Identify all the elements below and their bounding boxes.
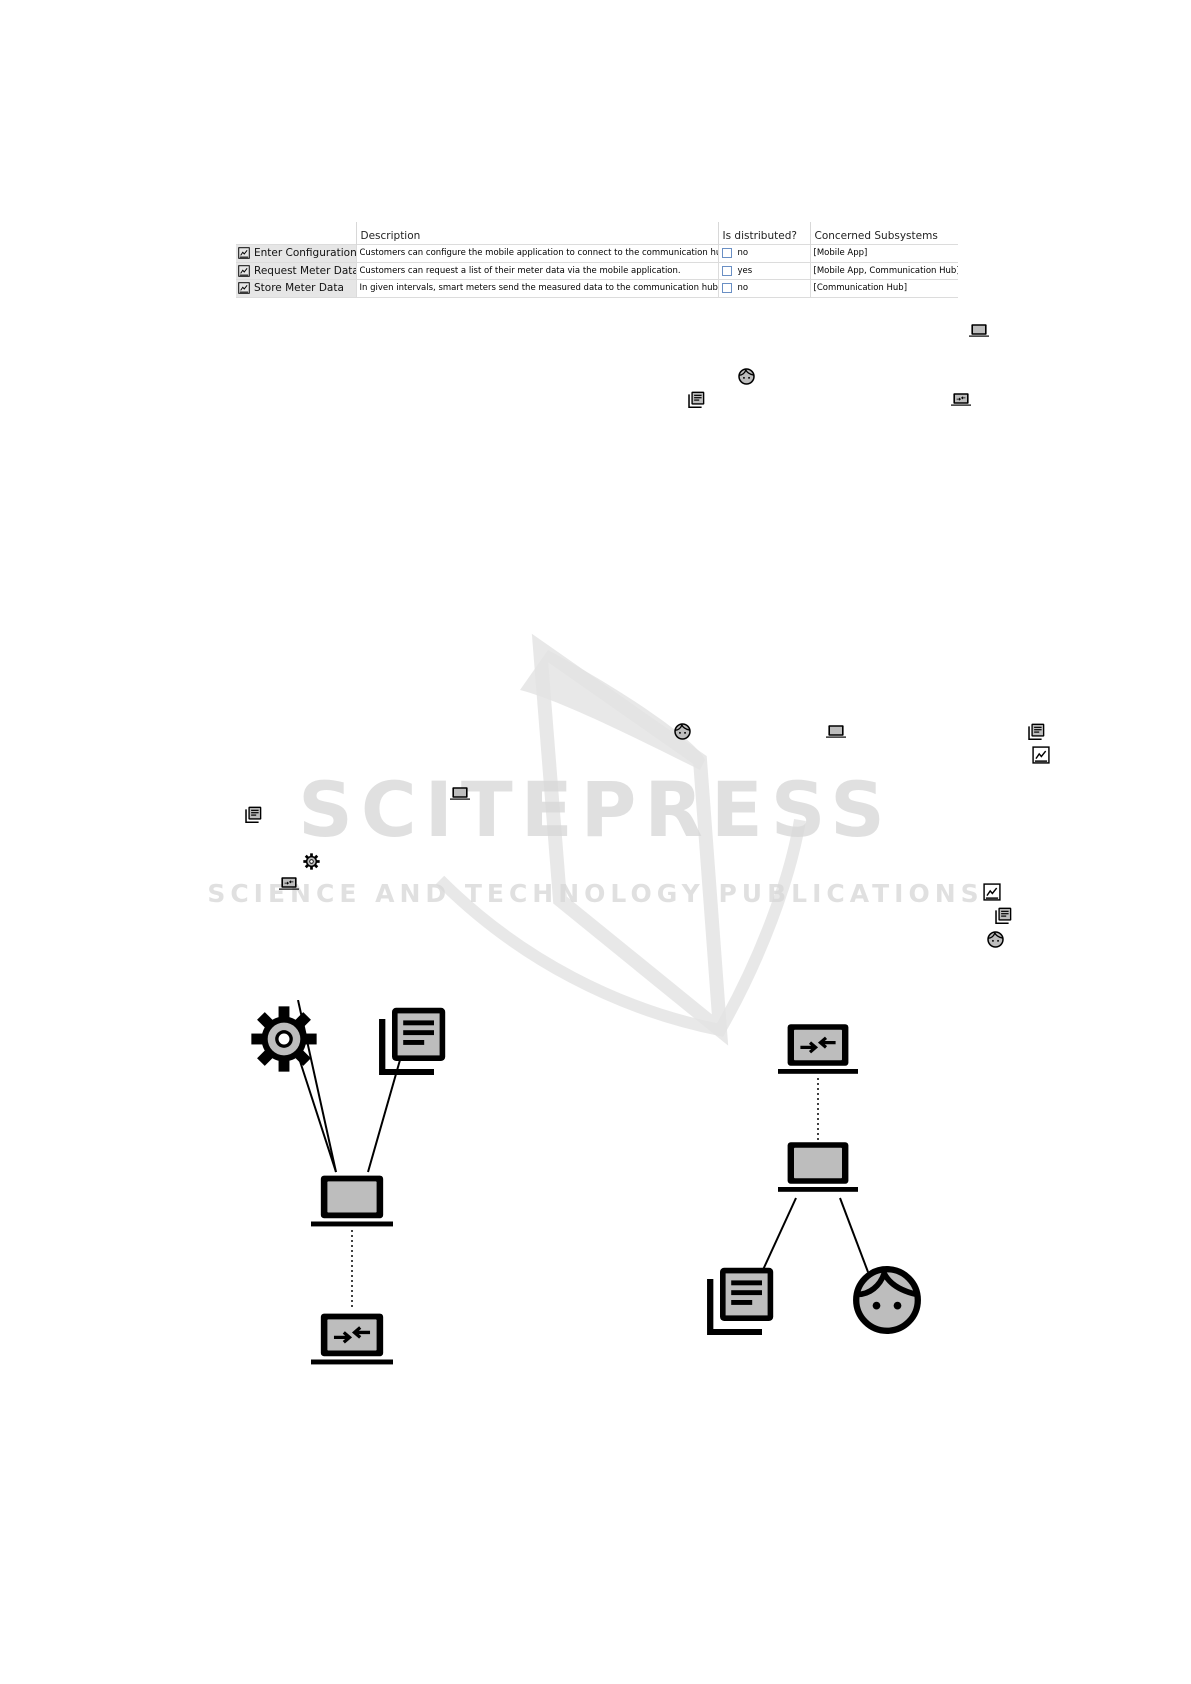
subsystems-cell[interactable]: [Mobile App, Communication Hub] xyxy=(809,261,958,280)
hub-icon xyxy=(311,1314,393,1365)
laptop-icon xyxy=(778,1142,858,1192)
face-icon xyxy=(738,368,755,385)
distributed-cell[interactable]: no xyxy=(717,244,810,262)
document-icon xyxy=(1028,723,1045,740)
face-icon xyxy=(674,723,691,740)
use-case-table: Description Is distributed? Concerned Su… xyxy=(236,222,958,298)
document-icon xyxy=(710,1268,773,1332)
document-icon xyxy=(245,806,262,823)
subsystems-cell[interactable]: [Mobile App] xyxy=(809,244,958,262)
table-row[interactable]: Store Meter Data In given intervals, sma… xyxy=(236,279,958,298)
face-icon xyxy=(987,931,1004,948)
face-icon xyxy=(856,1269,918,1331)
edit-icon xyxy=(238,265,250,277)
document-icon xyxy=(382,1008,445,1072)
distributed-value: yes xyxy=(737,265,753,276)
distributed-checkbox[interactable] xyxy=(721,283,732,293)
distributed-cell[interactable]: yes xyxy=(717,261,810,280)
hub-icon xyxy=(951,392,971,407)
edit-icon xyxy=(983,883,1001,901)
row-name: Enter Configuration xyxy=(254,247,356,260)
edit-icon xyxy=(238,282,250,294)
hub-icon xyxy=(778,1024,858,1074)
edit-icon xyxy=(1032,746,1050,764)
gear-icon xyxy=(303,853,320,870)
laptop-icon xyxy=(969,323,989,338)
row-name-cell[interactable]: Enter Configuration xyxy=(236,244,356,262)
document-icon xyxy=(688,391,705,408)
row-name: Request Meter Data xyxy=(254,264,356,277)
laptop-icon xyxy=(826,724,846,739)
right-subsystem-diagram xyxy=(700,1020,940,1340)
edge-laptop-face xyxy=(839,1197,869,1273)
edit-icon xyxy=(238,247,250,259)
edge-laptop-doc xyxy=(761,1197,797,1273)
watermark-subtitle: SCIENCE AND TECHNOLOGY PUBLICATIONS xyxy=(207,879,984,908)
description-cell[interactable]: Customers can request a list of their me… xyxy=(355,261,718,280)
laptop-icon xyxy=(311,1176,393,1227)
header-concerned-subsystems[interactable]: Concerned Subsystems xyxy=(809,222,958,245)
edge-gear-laptop-line xyxy=(297,1054,337,1173)
distributed-checkbox[interactable] xyxy=(721,265,732,276)
distributed-checkbox[interactable] xyxy=(721,248,732,258)
description-cell[interactable]: Customers can configure the mobile appli… xyxy=(355,244,718,262)
header-corner xyxy=(236,222,356,245)
subsystems-cell[interactable]: [Communication Hub] xyxy=(809,279,958,298)
distributed-value: no xyxy=(737,248,749,258)
edge-gear-laptop xyxy=(297,1000,337,1173)
row-name-cell[interactable]: Request Meter Data xyxy=(236,261,356,280)
row-name: Store Meter Data xyxy=(254,282,344,295)
document-icon xyxy=(995,907,1012,924)
row-name-cell[interactable]: Store Meter Data xyxy=(236,279,356,298)
table-row[interactable]: Enter Configuration Customers can config… xyxy=(236,244,958,262)
edge-doc-laptop xyxy=(367,1059,401,1173)
distributed-cell[interactable]: no xyxy=(717,279,810,298)
hub-icon xyxy=(279,876,299,891)
distributed-value: no xyxy=(737,283,749,293)
table-header-row: Description Is distributed? Concerned Su… xyxy=(236,222,958,245)
watermark-title: SCITEPRESS xyxy=(298,765,893,854)
table-row[interactable]: Request Meter Data Customers can request… xyxy=(236,261,958,280)
description-cell[interactable]: In given intervals, smart meters send th… xyxy=(355,279,718,298)
header-description[interactable]: Description xyxy=(355,222,718,245)
gear-icon xyxy=(251,1006,316,1071)
laptop-icon xyxy=(450,786,470,801)
left-subsystem-diagram xyxy=(240,1000,470,1370)
header-is-distributed[interactable]: Is distributed? xyxy=(717,222,810,245)
